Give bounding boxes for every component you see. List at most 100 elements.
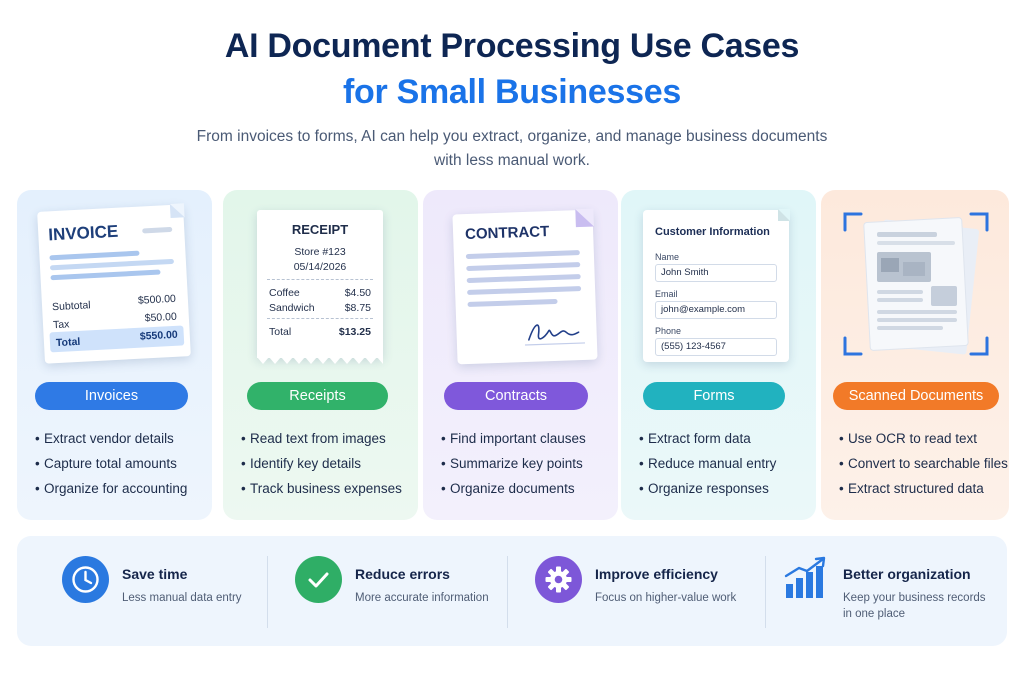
receipt-torn-edge bbox=[257, 357, 383, 364]
page-title-highlight: for Small Businesses bbox=[343, 73, 681, 111]
list-item: Find important clauses bbox=[441, 426, 614, 451]
receipt-date: 05/14/2026 bbox=[293, 261, 347, 273]
list-item: Convert to searchable files bbox=[839, 451, 1008, 476]
form-field-label: Phone bbox=[655, 326, 682, 336]
form-field-value: John Smith bbox=[661, 267, 709, 278]
page-fold bbox=[778, 209, 790, 221]
growth-chart-icon bbox=[783, 556, 830, 603]
text-line bbox=[467, 286, 582, 296]
benefit-title: Better organization bbox=[843, 566, 971, 582]
invoice-row-value: $50.00 bbox=[144, 310, 178, 325]
divider bbox=[267, 556, 268, 628]
form-heading: Customer Information bbox=[655, 226, 770, 238]
benefit-title: Improve efficiency bbox=[595, 566, 718, 582]
list-item: Organize for accounting bbox=[35, 476, 208, 501]
receipt-total-label: Total bbox=[269, 326, 292, 338]
form-field-email: john@example.com bbox=[655, 301, 777, 319]
form-field-label: Email bbox=[655, 289, 678, 299]
card-forms: Customer Information Name John Smith Ema… bbox=[621, 190, 816, 520]
text-line bbox=[49, 258, 175, 271]
clock-icon bbox=[62, 556, 109, 603]
receipt-heading: RECEIPT bbox=[291, 222, 349, 237]
list-item: Extract form data bbox=[639, 426, 812, 451]
category-label-forms: Forms bbox=[643, 382, 785, 410]
invoice-row-value: $500.00 bbox=[137, 292, 177, 307]
receipt-item-label: Coffee bbox=[269, 287, 300, 299]
page-title: AI Document Processing Use Cases bbox=[224, 27, 800, 65]
benefit-description: More accurate information bbox=[355, 592, 489, 604]
bullet-list: Find important clauses Summarize key poi… bbox=[441, 426, 614, 501]
signature-icon bbox=[525, 324, 586, 346]
benefit-reduce-errors: Reduce errors More accurate information bbox=[295, 556, 505, 628]
divider bbox=[765, 556, 766, 628]
receipt-document: RECEIPT Store #123 05/14/2026 Coffee $4.… bbox=[257, 210, 383, 358]
category-label-invoices: Invoices bbox=[35, 382, 188, 410]
list-item: Organize documents bbox=[441, 476, 614, 501]
list-item: Reduce manual entry bbox=[639, 451, 812, 476]
bullet-list: Use OCR to read text Convert to searchab… bbox=[839, 426, 1008, 501]
card-scanned-documents: Scanned Documents Use OCR to read text C… bbox=[821, 190, 1009, 520]
receipt-total-value: $13.25 bbox=[338, 326, 371, 338]
page-subtitle: From invoices to forms, AI can help you … bbox=[0, 125, 1024, 173]
contract-document: CONTRACT bbox=[452, 208, 598, 365]
list-item: Organize responses bbox=[639, 476, 812, 501]
benefit-description: Focus on higher-value work bbox=[595, 592, 737, 604]
form-field-phone: (555) 123-4567 bbox=[655, 338, 777, 356]
list-item: Identify key details bbox=[241, 451, 414, 476]
list-item: Extract vendor details bbox=[35, 426, 208, 451]
list-item: Extract structured data bbox=[839, 476, 1005, 501]
scanned-document-illustration bbox=[821, 190, 1009, 375]
benefit-title: Save time bbox=[122, 566, 188, 582]
list-item: Use OCR to read text bbox=[839, 426, 1005, 451]
subtitle-line-1: From invoices to forms, AI can help you … bbox=[196, 128, 828, 145]
benefits-panel: Save time Less manual data entry Reduce … bbox=[17, 536, 1007, 646]
dashed-divider bbox=[267, 279, 373, 280]
text-line bbox=[465, 250, 580, 260]
invoice-heading: INVOICE bbox=[47, 221, 119, 245]
benefit-description: Keep your business records in one place bbox=[843, 592, 986, 620]
subtitle-line-2: with less manual work. bbox=[434, 152, 590, 169]
text-line bbox=[467, 298, 558, 308]
text-line bbox=[142, 226, 173, 234]
invoice-total-value: $550.00 bbox=[139, 328, 179, 343]
category-label-receipts: Receipts bbox=[247, 382, 388, 410]
invoice-document: INVOICE Subtotal $500.00 Tax $50.00 Tota… bbox=[37, 203, 191, 364]
receipt-item-value: $4.50 bbox=[344, 287, 371, 299]
text-line bbox=[466, 274, 581, 284]
page-fold bbox=[169, 203, 185, 218]
checkmark-icon bbox=[295, 556, 342, 603]
bullet-list: Read text from images Identify key detai… bbox=[241, 426, 414, 501]
bullet-list: Extract form data Reduce manual entry Or… bbox=[639, 426, 812, 501]
benefit-improve-efficiency: Improve efficiency Focus on higher-value… bbox=[535, 556, 755, 628]
header: AI Document Processing Use Cases for Sma… bbox=[0, 26, 1024, 173]
form-illustration: Customer Information Name John Smith Ema… bbox=[621, 190, 816, 375]
benefit-save-time: Save time Less manual data entry bbox=[62, 556, 262, 628]
list-item: Capture total amounts bbox=[35, 451, 208, 476]
form-field-value: (555) 123-4567 bbox=[661, 341, 726, 352]
benefit-title: Reduce errors bbox=[355, 566, 450, 582]
invoice-illustration: INVOICE Subtotal $500.00 Tax $50.00 Tota… bbox=[17, 190, 212, 375]
form-field-name: John Smith bbox=[655, 264, 777, 282]
category-label-contracts: Contracts bbox=[444, 382, 588, 410]
text-line bbox=[49, 250, 140, 261]
dashed-divider bbox=[267, 318, 373, 319]
receipt-item-value: $8.75 bbox=[344, 302, 371, 314]
contract-illustration: CONTRACT bbox=[423, 190, 618, 375]
card-receipts: RECEIPT Store #123 05/14/2026 Coffee $4.… bbox=[223, 190, 418, 520]
scan-frame-icon bbox=[843, 212, 989, 356]
contract-heading: CONTRACT bbox=[464, 223, 550, 244]
benefit-better-organization: Better organization Keep your business r… bbox=[783, 556, 993, 628]
benefit-description: Less manual data entry bbox=[122, 592, 242, 604]
invoice-row-label: Tax bbox=[52, 318, 70, 332]
list-item: Summarize key points bbox=[441, 451, 614, 476]
invoice-row-label: Subtotal bbox=[51, 299, 91, 314]
card-invoices: INVOICE Subtotal $500.00 Tax $50.00 Tota… bbox=[17, 190, 212, 520]
form-document: Customer Information Name John Smith Ema… bbox=[643, 209, 790, 362]
use-case-cards: INVOICE Subtotal $500.00 Tax $50.00 Tota… bbox=[17, 190, 1009, 520]
category-label-scanned-documents: Scanned Documents bbox=[833, 382, 999, 410]
page-fold bbox=[575, 208, 594, 228]
card-contracts: CONTRACT Contracts Find important clause… bbox=[423, 190, 618, 520]
text-line bbox=[466, 262, 581, 272]
form-field-label: Name bbox=[655, 252, 680, 262]
bullet-list: Extract vendor details Capture total amo… bbox=[35, 426, 208, 501]
